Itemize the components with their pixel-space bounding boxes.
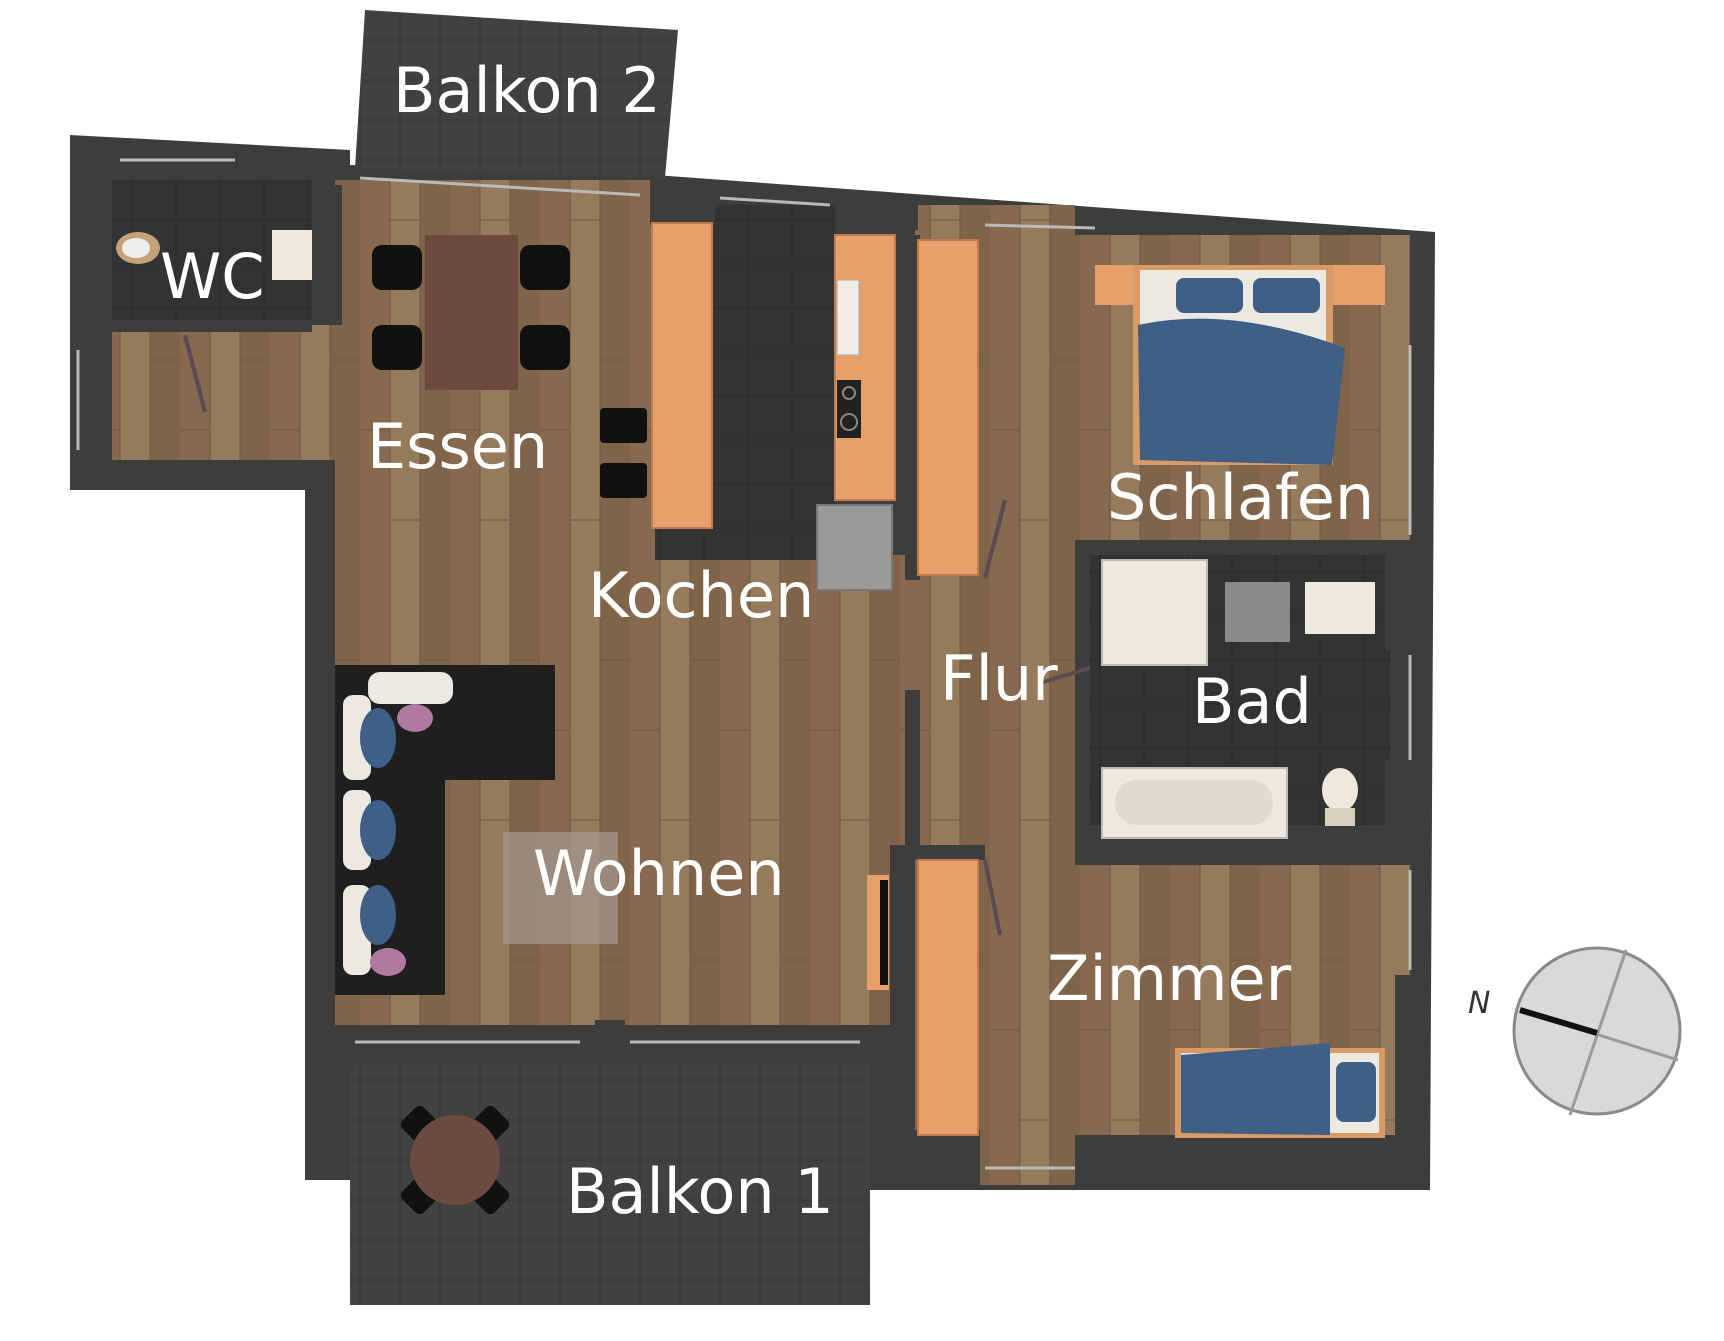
room-label-kochen: Kochen bbox=[588, 559, 814, 632]
dining-table-icon bbox=[372, 235, 570, 390]
room-label-zimmer: Zimmer bbox=[1047, 942, 1292, 1015]
room-label-essen: Essen bbox=[367, 410, 548, 483]
room-label-flur: Flur bbox=[940, 642, 1058, 715]
bed-icon bbox=[1095, 265, 1385, 465]
tv-unit bbox=[867, 875, 889, 990]
kitchen-counters bbox=[651, 222, 979, 1136]
compass-rose-icon bbox=[1512, 946, 1682, 1116]
bar-stools bbox=[600, 408, 647, 498]
bath-toilet-icon bbox=[1322, 768, 1358, 826]
doors bbox=[183, 334, 1091, 936]
windows bbox=[76, 158, 1412, 1170]
room-label-wc: WC bbox=[160, 240, 265, 313]
bathtub-icon bbox=[1101, 767, 1288, 839]
sofa-icon bbox=[335, 665, 555, 995]
room-label-bad: Bad bbox=[1192, 665, 1312, 738]
single-bed-icon bbox=[1175, 1043, 1385, 1138]
interior-walls bbox=[70, 140, 1430, 1190]
room-label-schlafen: Schlafen bbox=[1107, 461, 1374, 534]
wc-sink-icon bbox=[272, 230, 312, 280]
coffee-table bbox=[503, 832, 618, 944]
shower-icon bbox=[1101, 559, 1208, 666]
fridge-icon bbox=[816, 504, 893, 591]
room-label-balkon-2: Balkon 2 bbox=[393, 54, 661, 127]
sink-icon bbox=[836, 279, 860, 356]
room-label-wohnen: Wohnen bbox=[533, 837, 785, 910]
room-label-balkon-1: Balkon 1 bbox=[566, 1155, 834, 1228]
compass-north-label: N bbox=[1468, 986, 1490, 1021]
toilet-icon bbox=[116, 232, 160, 264]
balkon-2-area bbox=[355, 10, 678, 178]
stove-icon bbox=[837, 380, 861, 438]
balcony-table-icon bbox=[400, 1105, 510, 1215]
bath-sink-icon bbox=[1225, 582, 1375, 642]
